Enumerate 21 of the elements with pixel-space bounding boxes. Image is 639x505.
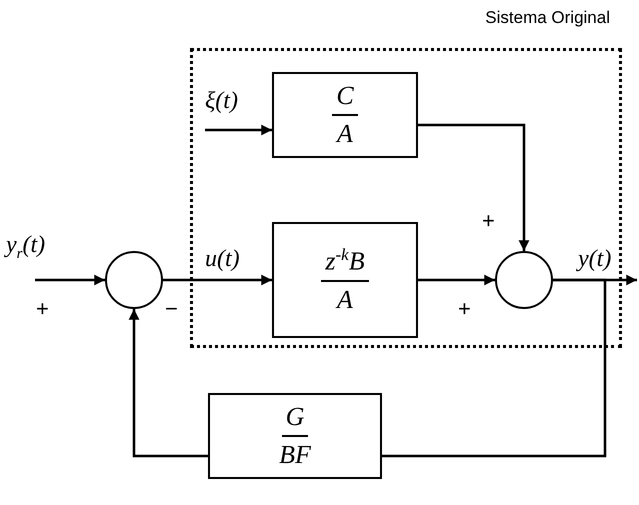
sign-label: + [458,296,471,322]
denominator: BF [278,439,312,470]
numerator: z$^{-k}$B [321,245,369,282]
signal-label: ξ(t) [205,88,238,115]
sign-label: + [36,296,49,322]
numerator: C [332,81,358,116]
signal-label: y(t) [578,246,612,273]
group-title: Sistema Original [485,8,610,28]
signal-label: y$_{r}$(t) [6,232,46,263]
signal-label: u(t) [205,246,240,273]
arrow [128,308,208,458]
arrow [418,124,530,252]
arrow [418,274,496,286]
sign-label: − [165,296,178,322]
arrow [35,274,106,286]
denominator: A [334,118,354,149]
numerator: G [282,402,308,437]
arrow [163,274,272,286]
denominator: A [334,284,354,315]
arrow [205,124,272,136]
sign-label: + [482,208,495,234]
